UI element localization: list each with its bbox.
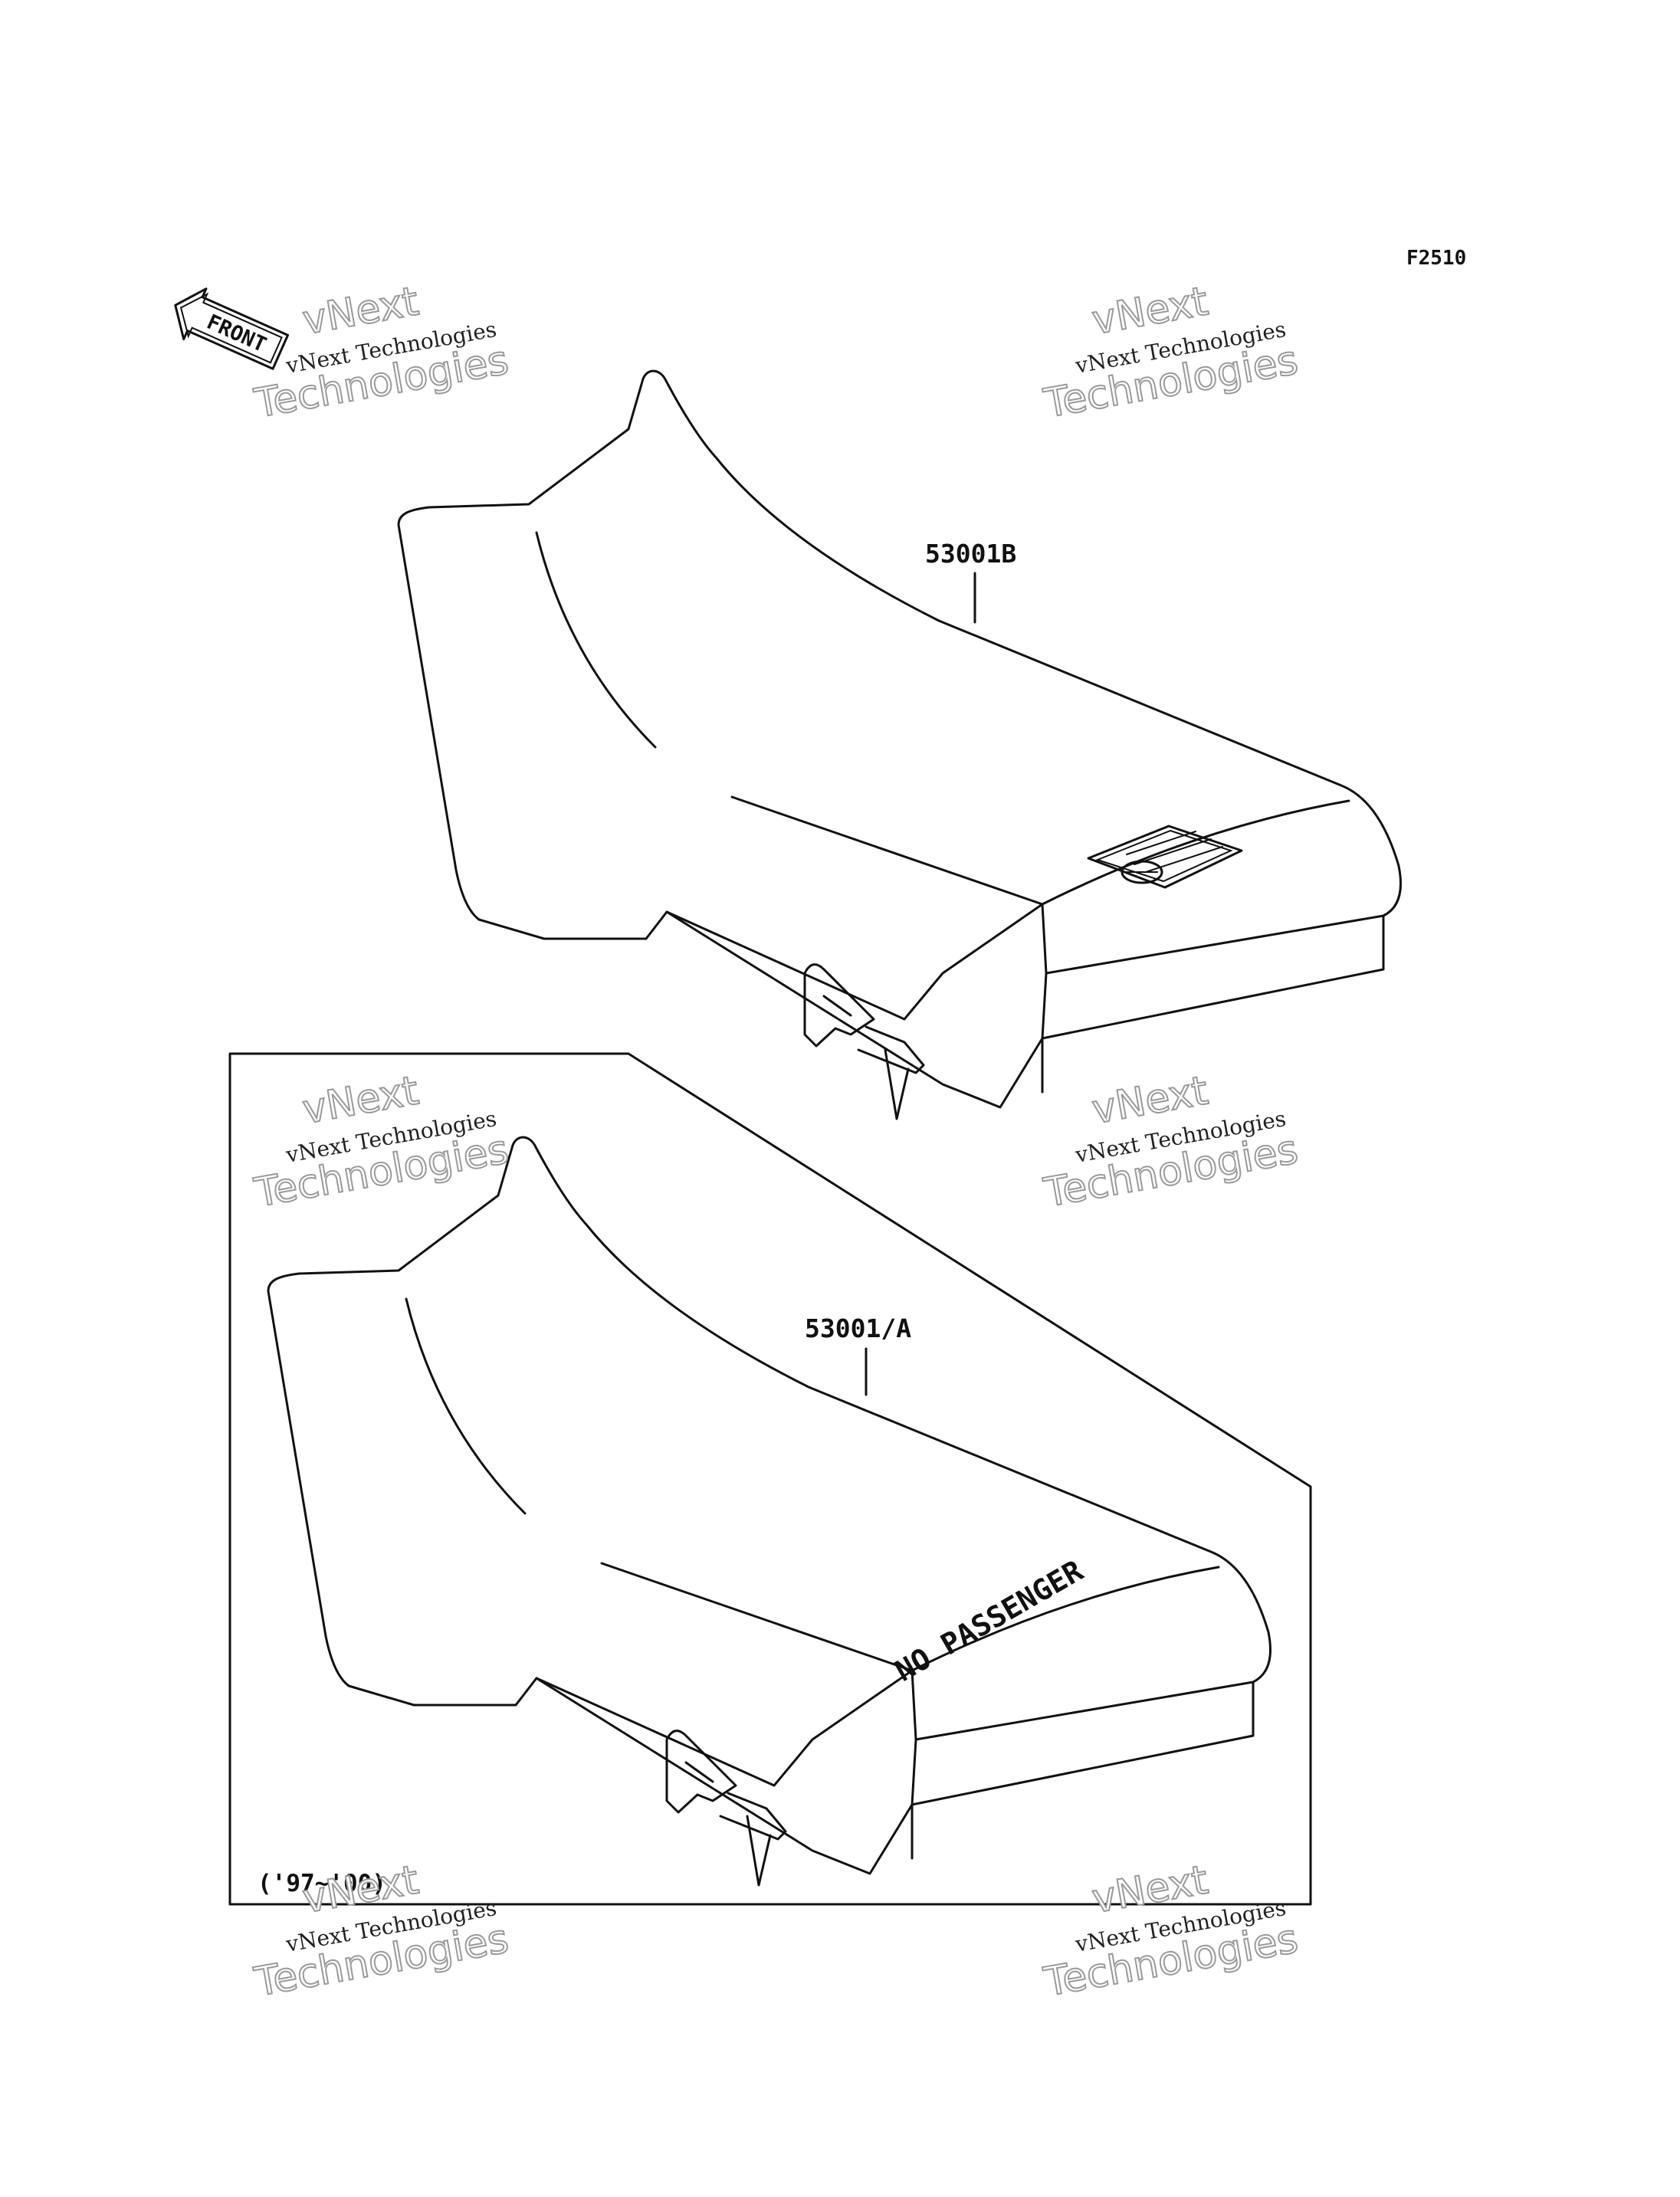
watermark-top-left: vNext vNext Technologies Technologies xyxy=(251,277,513,428)
part-label-53001b: 53001B xyxy=(925,539,1016,569)
seat-emblem-icon xyxy=(1087,825,1243,889)
part-label-53001a: 53001/A xyxy=(805,1313,911,1343)
variant-box xyxy=(228,1052,1312,1906)
seat-53001b xyxy=(397,369,1402,1120)
year-range: ('97~'00) xyxy=(258,1870,386,1897)
seat-53001a xyxy=(267,1136,1271,1887)
watermark-bottom-right: vNext vNext Technologies Technologies xyxy=(1040,1856,1302,2006)
watermark-bottom-left: vNext vNext Technologies Technologies xyxy=(251,1856,513,2006)
figure-code: F2510 xyxy=(1406,247,1466,270)
watermark-mid-left: vNext vNext Technologies Technologies xyxy=(251,1067,513,1217)
watermark-mid-right: vNext vNext Technologies Technologies xyxy=(1040,1067,1302,1217)
no-passenger-text: NO PASSENGER xyxy=(890,1553,1089,1687)
front-arrow-icon: FRONT xyxy=(174,287,290,370)
watermark-top-right: vNext vNext Technologies Technologies xyxy=(1040,277,1302,428)
